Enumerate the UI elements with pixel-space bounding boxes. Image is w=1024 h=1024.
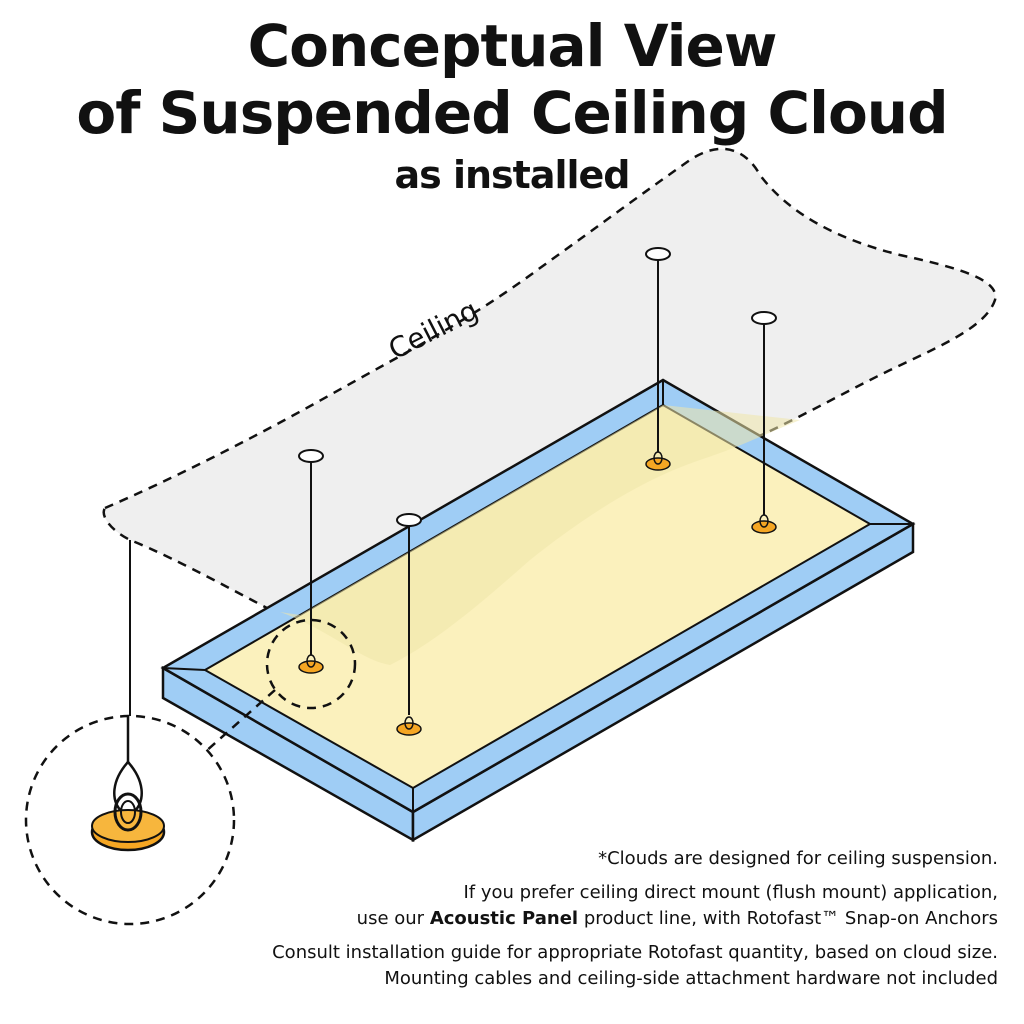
diagram-title: Conceptual View of Suspended Ceiling Clo… [0, 14, 1024, 202]
acoustic-panel-link: Acoustic Panel [429, 908, 579, 929]
anchor-icon [751, 514, 777, 534]
installation-notes: *Clouds are designed for ceiling suspens… [138, 846, 998, 992]
title-line-1: Conceptual View [247, 12, 778, 80]
note-hardware: Mounting cables and ceiling-side attachm… [384, 968, 998, 989]
title-line-2: of Suspended Ceiling Cloud [76, 79, 948, 147]
note-quantity: Consult installation guide for appropria… [272, 942, 998, 963]
zoom-source-circle [265, 618, 357, 710]
cable-2 [396, 513, 422, 715]
ceiling-fixture-icon [396, 513, 422, 527]
cable-1 [298, 449, 324, 655]
ceiling-fixture-icon [645, 247, 671, 261]
anchor-detail-icon [90, 716, 166, 852]
note-product-line-prefix: use our [356, 908, 425, 929]
ceiling-fixture-icon [298, 449, 324, 463]
note-product-line-suffix: product line, with Rotofast™ Snap-on Anc… [583, 908, 998, 929]
anchor-icon [645, 451, 671, 471]
cable-4 [751, 311, 777, 515]
ceiling-fixture-icon [751, 311, 777, 325]
title-line-3: as installed [394, 153, 630, 197]
note-suspension: *Clouds are designed for ceiling suspens… [598, 848, 998, 869]
anchor-icon [396, 716, 422, 736]
anchor-icon [298, 654, 324, 674]
note-product-line: use our Acoustic Panel product line, wit… [138, 906, 998, 932]
cable-3 [645, 247, 671, 452]
note-flush-mount: If you prefer ceiling direct mount (flus… [463, 882, 998, 903]
frame-bevel-line [162, 667, 206, 671]
